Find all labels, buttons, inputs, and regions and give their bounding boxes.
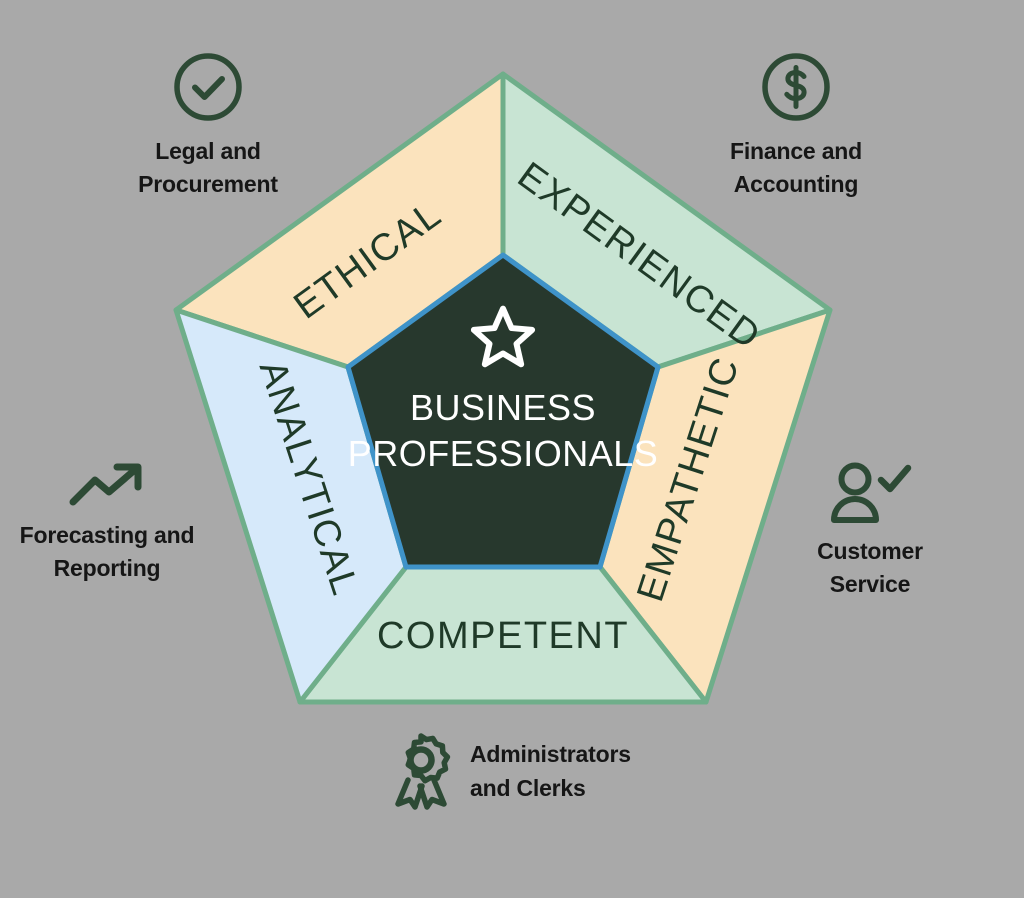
dollar-circle-icon <box>757 48 835 126</box>
user-check-icon <box>825 460 915 526</box>
star-icon <box>470 305 536 368</box>
callout-legal-and-procurement[interactable]: Legal and Procurement <box>92 48 324 202</box>
pentagon-segments <box>173 71 833 705</box>
callout-label: Legal and Procurement <box>138 138 278 198</box>
award-ribbon-icon <box>388 728 454 815</box>
callout-forecasting-and-reporting[interactable]: Forecasting and Reporting <box>0 460 217 586</box>
callout-label: Finance and Accounting <box>730 138 862 198</box>
callout-label: Administrators and Clerks <box>470 741 631 801</box>
callout-label: Forecasting and Reporting <box>19 522 195 582</box>
callout-finance-and-accounting[interactable]: Finance and Accounting <box>690 48 902 202</box>
callout-administrators-and-clerks[interactable]: Administrators and Clerks <box>388 728 631 815</box>
center-title-line2: PROFESSIONALS <box>348 433 659 474</box>
check-circle-icon <box>169 48 247 126</box>
center-title-line1: BUSINESS <box>410 387 596 428</box>
callout-customer-service[interactable]: Customer Service <box>782 460 958 602</box>
trending-up-icon <box>67 460 147 510</box>
segment-label-competent: COMPETENT <box>377 615 629 657</box>
center-pentagon[interactable] <box>345 252 661 570</box>
callout-label: Customer Service <box>817 538 923 598</box>
